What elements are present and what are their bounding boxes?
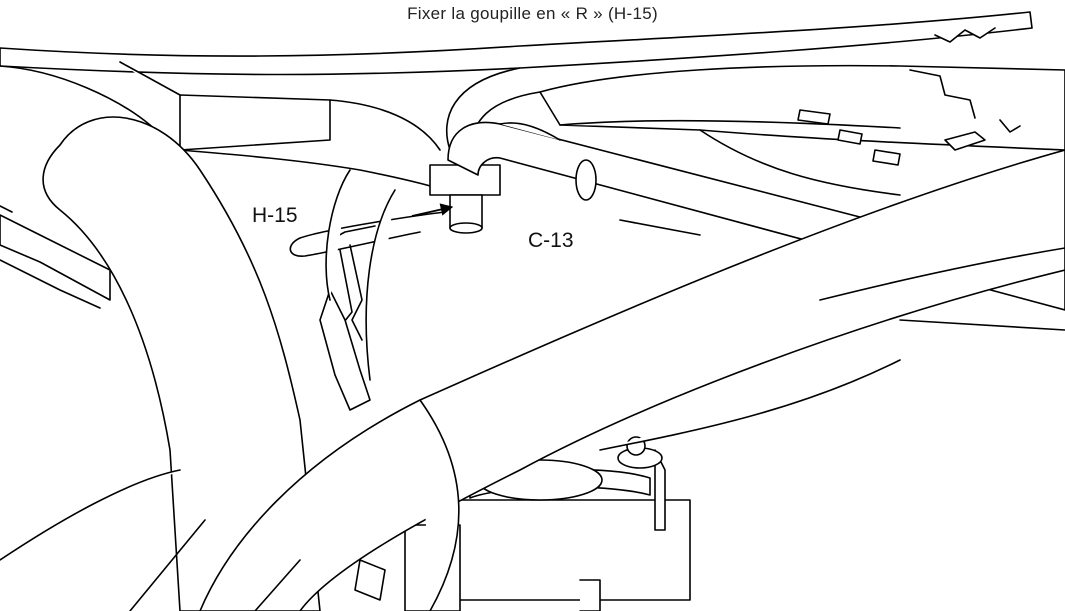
back-frame xyxy=(539,64,1065,196)
label-h15: H-15 xyxy=(252,204,298,227)
seat-pan xyxy=(149,94,451,193)
right-side-rail xyxy=(619,219,1065,331)
left-frame-rail xyxy=(0,205,111,309)
label-c13: C-13 xyxy=(528,229,574,252)
pin-leader-arrow xyxy=(411,203,454,217)
pin-bracket xyxy=(429,164,501,234)
left-curved-tube xyxy=(0,116,321,611)
instruction-caption: Fixer la goupille en « R » (H-15) xyxy=(407,4,658,23)
support-strut xyxy=(319,169,396,411)
